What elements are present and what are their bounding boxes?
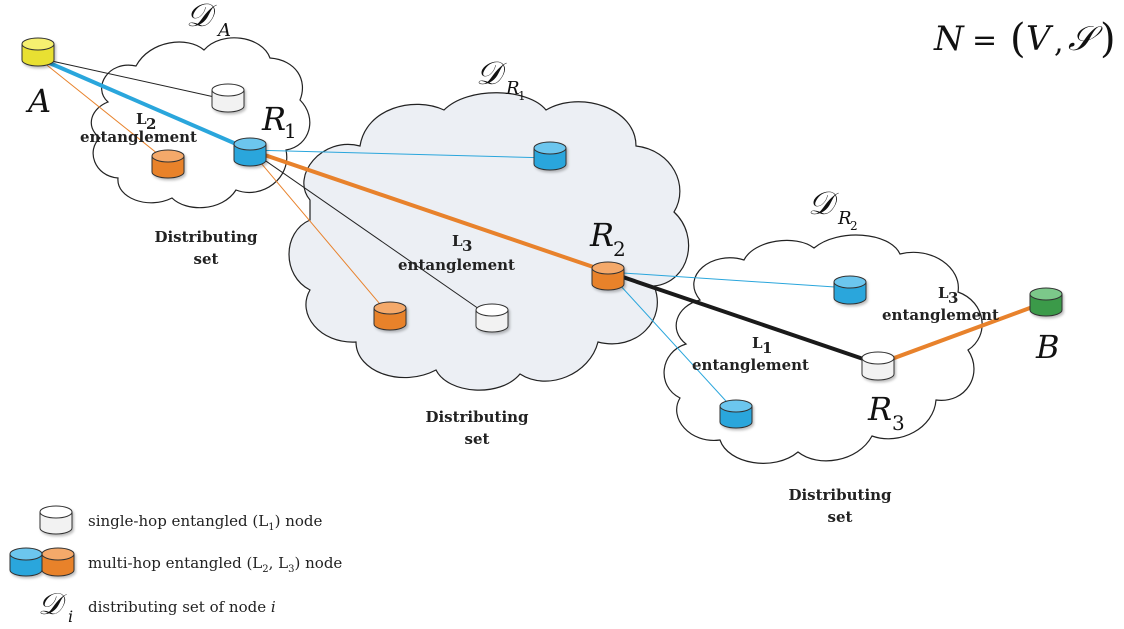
network-equation: N = ( V , 𝒮 ) bbox=[933, 16, 1116, 62]
svg-text:𝒟: 𝒟 bbox=[186, 0, 217, 34]
link-r2-r3-l1 bbox=[607, 270, 879, 366]
link-r1-orange bbox=[249, 149, 391, 317]
svg-text:R: R bbox=[589, 216, 614, 254]
svg-text:V: V bbox=[1026, 19, 1054, 59]
svg-text:L: L bbox=[136, 110, 147, 128]
nodes bbox=[21, 37, 1063, 429]
legend-distributing-symbol: 𝒟 i bbox=[38, 587, 73, 626]
domain-label-a: 𝒟 A bbox=[186, 0, 231, 41]
svg-text:entanglement: entanglement bbox=[692, 356, 809, 374]
svg-text:2: 2 bbox=[146, 115, 156, 133]
label-l3-entanglement-mid: L 3 entanglement bbox=[398, 232, 515, 274]
node-blue-dr1 bbox=[533, 141, 567, 171]
svg-text:3: 3 bbox=[948, 289, 958, 307]
svg-text:L: L bbox=[938, 284, 949, 302]
legend-multi-hop: multi-hop entangled (L2, L3) node bbox=[88, 554, 342, 575]
legend-orange-node-icon bbox=[41, 547, 75, 577]
legend-blue-node-icon bbox=[9, 547, 43, 577]
svg-text:2: 2 bbox=[613, 237, 626, 261]
node-white-da bbox=[211, 83, 245, 113]
legend-single-hop: single-hop entangled (L1) node bbox=[88, 512, 322, 533]
svg-text:𝒮: 𝒮 bbox=[1068, 19, 1103, 59]
links bbox=[37, 56, 1047, 413]
svg-text:set: set bbox=[828, 508, 853, 526]
node-orange-dr1 bbox=[373, 301, 407, 331]
svg-text:𝒟: 𝒟 bbox=[808, 184, 839, 222]
distributing-set-label-a: Distributing set bbox=[154, 228, 258, 268]
node-a bbox=[21, 37, 55, 67]
svg-text:N: N bbox=[933, 19, 965, 59]
svg-text:1: 1 bbox=[762, 339, 772, 357]
label-node-b: B bbox=[1035, 328, 1060, 366]
svg-text:R: R bbox=[837, 208, 852, 229]
link-r1-white bbox=[249, 149, 493, 319]
link-r2-blue-low bbox=[607, 271, 737, 413]
label-l1-entanglement: L 1 entanglement bbox=[692, 334, 809, 374]
svg-text:1: 1 bbox=[284, 119, 297, 143]
node-blue-dr2-lower bbox=[719, 399, 753, 429]
svg-text:L: L bbox=[452, 232, 463, 250]
svg-text:i: i bbox=[68, 607, 73, 626]
svg-text:entanglement: entanglement bbox=[882, 306, 999, 324]
svg-text:,: , bbox=[1054, 25, 1064, 60]
label-node-r3: R 3 bbox=[867, 390, 905, 435]
svg-text:2: 2 bbox=[850, 219, 858, 233]
link-a-white bbox=[37, 57, 229, 101]
distributing-set-label-r2: Distributing set bbox=[788, 486, 892, 526]
distributing-set-label-r1: Distributing set bbox=[425, 408, 529, 448]
svg-text:(: ( bbox=[1010, 16, 1026, 62]
node-blue-dr2-upper bbox=[833, 275, 867, 305]
node-b bbox=[1029, 287, 1063, 317]
svg-text:R: R bbox=[261, 100, 286, 138]
legend: single-hop entangled (L1) node multi-hop… bbox=[9, 505, 342, 626]
link-r1-r2-l3 bbox=[249, 148, 609, 274]
svg-text:𝒟: 𝒟 bbox=[38, 587, 67, 622]
link-a-r1-l2 bbox=[37, 56, 251, 152]
svg-text:3: 3 bbox=[892, 411, 905, 435]
svg-text:1: 1 bbox=[518, 89, 526, 103]
svg-text:L: L bbox=[752, 334, 763, 352]
legend-distributing-set: distributing set of node i bbox=[88, 598, 276, 616]
svg-text:entanglement: entanglement bbox=[80, 128, 197, 146]
link-r1-blue bbox=[249, 149, 551, 159]
node-r1 bbox=[233, 137, 267, 167]
svg-text:=: = bbox=[972, 23, 997, 58]
label-node-r1: R 1 bbox=[261, 100, 297, 143]
svg-text:Distributing: Distributing bbox=[154, 228, 258, 246]
svg-text:entanglement: entanglement bbox=[398, 256, 515, 274]
svg-text:set: set bbox=[465, 430, 490, 448]
link-r3-b-l3 bbox=[877, 300, 1047, 366]
node-r3 bbox=[861, 351, 895, 381]
label-node-r2: R 2 bbox=[589, 216, 626, 261]
link-a-orange bbox=[37, 57, 169, 163]
svg-text:3: 3 bbox=[462, 237, 472, 255]
link-r2-blue-right bbox=[607, 271, 851, 289]
domain-label-r2: 𝒟 R 2 bbox=[808, 184, 858, 233]
svg-text:A: A bbox=[216, 20, 231, 41]
label-l3-entanglement-right: L 3 entanglement bbox=[882, 284, 999, 324]
label-l2-entanglement: L 2 entanglement bbox=[80, 110, 197, 146]
node-r2 bbox=[591, 261, 625, 291]
svg-text:R: R bbox=[867, 390, 892, 428]
svg-text:): ) bbox=[1100, 16, 1116, 62]
node-orange-da bbox=[151, 149, 185, 179]
cloud-domain-r1 bbox=[288, 92, 690, 391]
node-white-dr1 bbox=[475, 303, 509, 333]
svg-text:R: R bbox=[505, 78, 520, 99]
svg-text:set: set bbox=[194, 250, 219, 268]
svg-text:𝒟: 𝒟 bbox=[476, 54, 507, 92]
label-node-a: A bbox=[25, 82, 51, 120]
legend-white-node-icon bbox=[39, 505, 73, 535]
svg-text:Distributing: Distributing bbox=[788, 486, 892, 504]
cloud-domain-r2 bbox=[663, 234, 983, 464]
svg-text:Distributing: Distributing bbox=[425, 408, 529, 426]
